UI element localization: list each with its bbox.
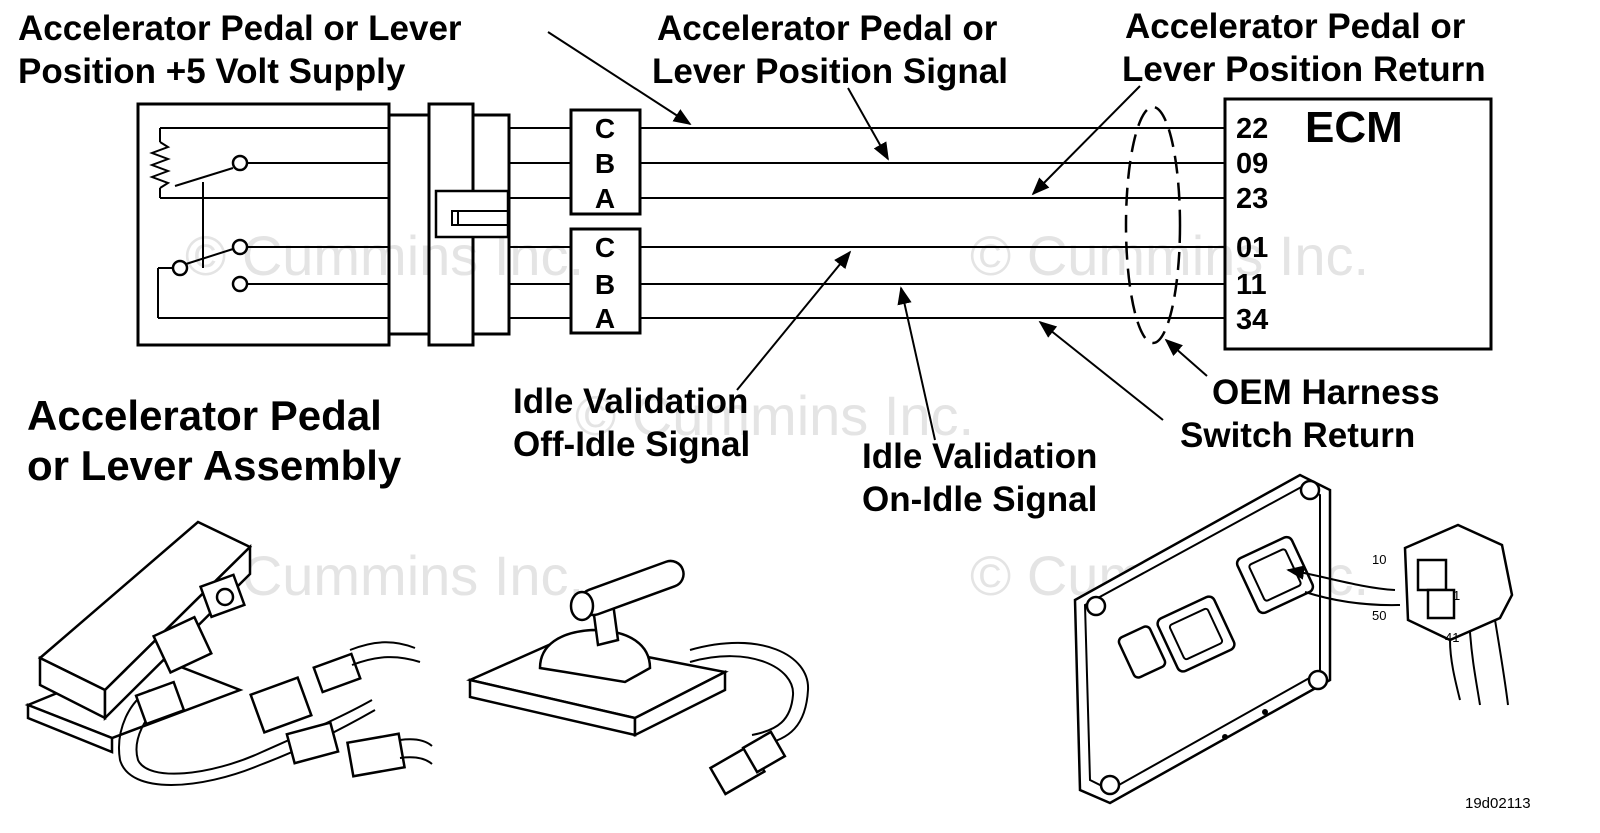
onidle-label-line1: Idle Validation: [862, 437, 1097, 476]
assembly-label-line1: Accelerator Pedal: [27, 392, 382, 439]
signal-label-line2: Lever Position Signal: [652, 52, 1008, 91]
supply-label-line1: Accelerator Pedal or Lever: [18, 9, 462, 48]
ecm-pin-09: 09: [1236, 148, 1268, 180]
ecm-module-illustration: 10 50 1 41: [1073, 473, 1514, 805]
connector-lower: C B A: [569, 227, 642, 335]
harness-pin-10: 10: [1372, 552, 1386, 567]
harness-pin-50: 50: [1372, 608, 1386, 623]
wires: [509, 127, 1225, 319]
ecm-pin-11: 11: [1236, 269, 1267, 301]
harness-pin-41: 41: [1445, 630, 1459, 645]
watermark: © Cummins Inc.: [970, 224, 1369, 287]
pointer-arrows: [547, 31, 1208, 441]
signal-label-line1: Accelerator Pedal or: [657, 9, 998, 48]
ecm-pin-23: 23: [1236, 183, 1268, 215]
harness-pin-1: 1: [1453, 588, 1460, 603]
hand-lever-illustration: [466, 559, 810, 796]
connector-upper-pin-a: A: [595, 183, 615, 214]
ecm-title: ECM: [1305, 103, 1403, 152]
oem-label-line2: Switch Return: [1180, 416, 1415, 455]
pedal-assembly-schematic: [136, 102, 391, 347]
watermark: © Cummins Inc.: [575, 384, 974, 447]
connector-lower-pin-c: C: [595, 232, 615, 263]
onidle-label-line2: On-Idle Signal: [862, 480, 1097, 519]
ecm-pin-01: 01: [1236, 232, 1268, 264]
watermark: © Cummins Inc.: [185, 544, 584, 607]
connector-upper: C B A: [569, 108, 642, 216]
return-label-line1: Accelerator Pedal or: [1125, 7, 1466, 46]
supply-label-line2: Position +5 Volt Supply: [18, 52, 406, 91]
offidle-label-line1: Idle Validation: [513, 382, 748, 421]
connector-boot: [387, 102, 511, 347]
connector-lower-pin-b: B: [595, 269, 615, 300]
oem-label-line1: OEM Harness: [1212, 373, 1440, 412]
watermark: © Cummins Inc.: [185, 224, 584, 287]
figure-id: 19d02113: [1465, 795, 1531, 812]
oem-harness-ellipse: [1124, 105, 1182, 345]
connector-upper-pin-c: C: [595, 113, 615, 144]
accelerator-pedal-illustration: [24, 520, 433, 786]
ecm-box: ECM 22 09 23 01 11 34: [1223, 97, 1493, 351]
ecm-pin-22: 22: [1236, 113, 1268, 145]
ecm-pin-34: 34: [1236, 304, 1268, 336]
connector-upper-pin-b: B: [595, 148, 615, 179]
offidle-label-line2: Off-Idle Signal: [513, 425, 750, 464]
connector-lower-pin-a: A: [595, 303, 615, 334]
assembly-label-line2: or Lever Assembly: [27, 442, 402, 489]
return-label-line2: Lever Position Return: [1122, 50, 1486, 89]
